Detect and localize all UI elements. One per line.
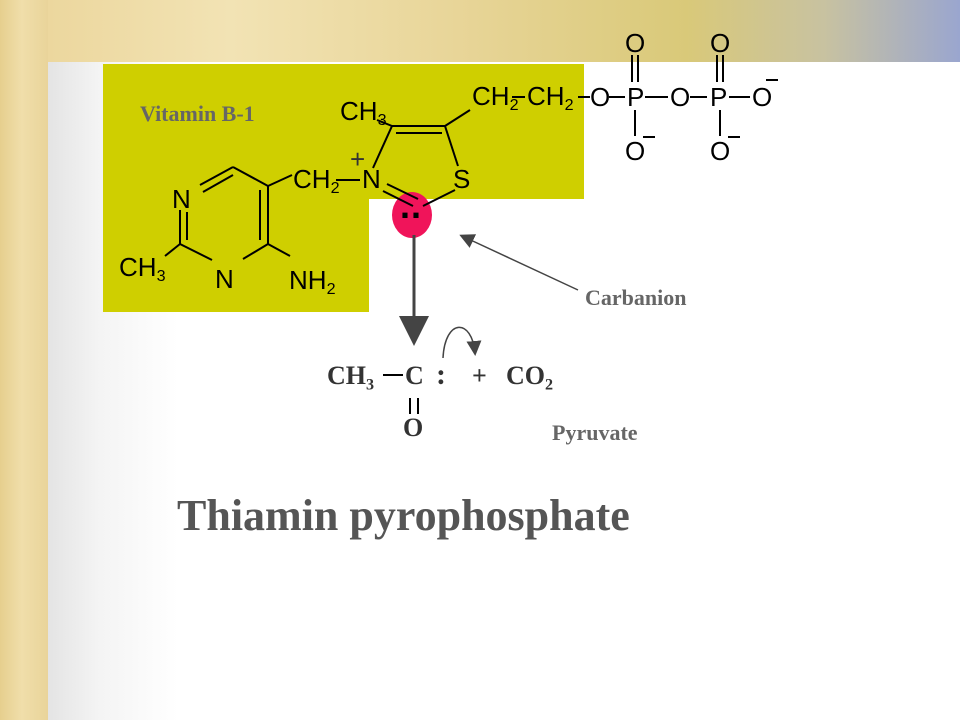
ch2-ethyl-2: CH2 xyxy=(527,81,574,114)
thiazole-nitrogen: N xyxy=(362,164,381,194)
background-texture-top xyxy=(48,0,960,62)
phosphate-oxygen-top-2: O xyxy=(710,28,731,58)
background-texture-left xyxy=(0,0,48,720)
phosphate-oxygen-bridge-2: O xyxy=(670,82,691,112)
phosphorus-1: P xyxy=(627,82,645,112)
carbon-dioxide: CO2 xyxy=(506,361,554,394)
reaction-colon: : xyxy=(436,358,446,391)
phosphate-oxygen-terminal: O xyxy=(752,82,773,112)
vitamin-highlight-lower xyxy=(103,198,369,312)
phosphate-oxygen-bottom-2: O xyxy=(710,136,731,166)
pyrimidine-nitrogen-top: N xyxy=(172,184,191,214)
reaction-methyl: CH3 xyxy=(327,361,375,394)
ch3-thiazole: CH3 xyxy=(340,96,387,129)
pyrimidine-nitrogen-bottom: N xyxy=(215,264,234,294)
reaction-oxygen: O xyxy=(403,413,424,442)
ch2-bridge: CH2 xyxy=(293,164,340,197)
vitamin-b1-label: Vitamin B-1 xyxy=(140,101,255,126)
phosphate-oxygen-bridge-1: O xyxy=(590,82,611,112)
thiazole-sulfur: S xyxy=(453,164,471,194)
phosphorus-2: P xyxy=(710,82,728,112)
phosphate-oxygen-top-1: O xyxy=(625,28,646,58)
ch3-pyrimidine: CH3 xyxy=(119,252,166,285)
positive-charge: + xyxy=(350,144,366,174)
reaction-carbon: C xyxy=(405,361,424,390)
reaction-plus: + xyxy=(472,361,487,390)
amino-group: NH2 xyxy=(289,265,336,298)
carbanion-label: Carbanion xyxy=(585,285,687,310)
vitamin-highlight-upper xyxy=(103,64,584,199)
carbanion-lone-pair: .. xyxy=(400,185,423,226)
phosphate-oxygen-bottom-1: O xyxy=(625,136,646,166)
ch2-ethyl-1: CH2 xyxy=(472,81,519,114)
page-title: Thiamin pyrophosphate xyxy=(177,491,630,540)
pyruvate-label: Pyruvate xyxy=(552,420,638,445)
